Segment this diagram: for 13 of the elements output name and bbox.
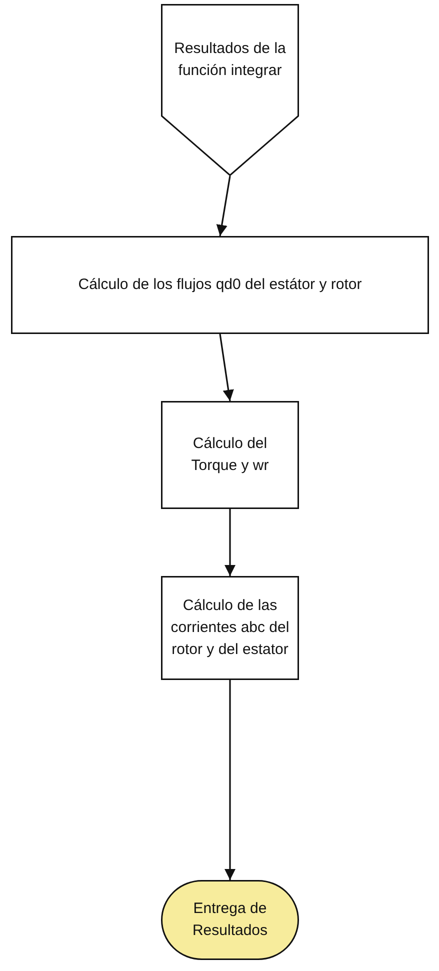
process-box xyxy=(11,236,429,334)
arrow xyxy=(216,176,231,236)
node-text: Cálculo de los flujos qd0 del estátor y rotor xyxy=(78,275,362,295)
node-text: Entrega de Resultados xyxy=(191,899,269,941)
node-text: Cálculo de las corrientes abc del rotor y del estator xyxy=(170,596,290,660)
process-box xyxy=(161,401,299,509)
process-box xyxy=(161,576,299,680)
node-text: Resultados de la función integrar xyxy=(173,39,287,81)
arrow xyxy=(224,509,236,576)
arrow xyxy=(219,334,234,402)
off-page-connector xyxy=(161,4,299,176)
arrow xyxy=(224,680,236,880)
node-text: Cálculo del Torque y wr xyxy=(190,434,270,476)
